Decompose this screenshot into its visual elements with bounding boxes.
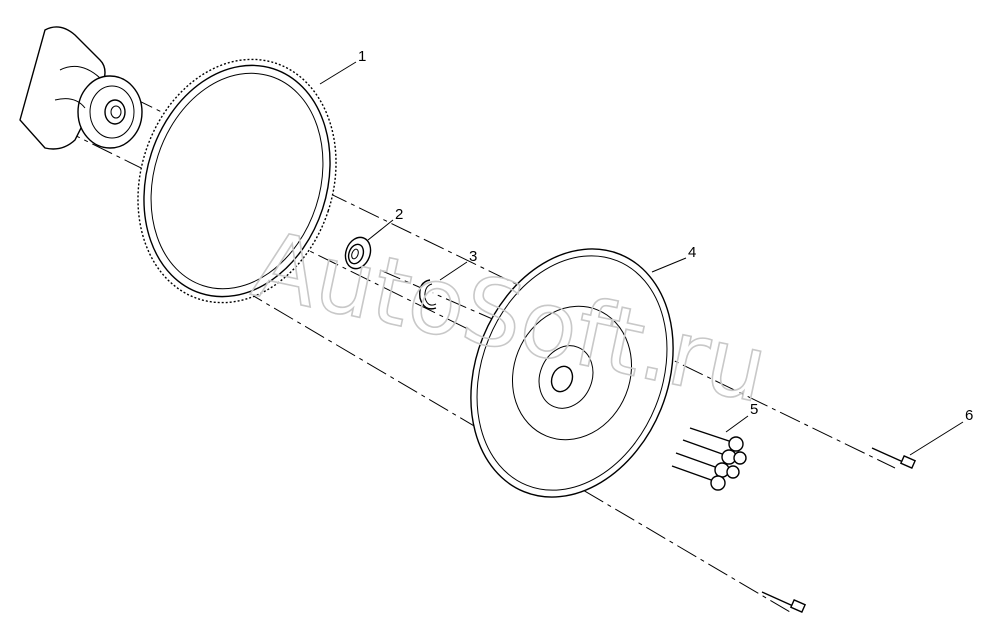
ring-gear bbox=[137, 58, 337, 304]
bearing bbox=[344, 236, 372, 270]
crankshaft-flange bbox=[19, 26, 143, 150]
callout-5: 5 bbox=[750, 401, 758, 418]
retaining-ring bbox=[419, 279, 437, 310]
callout-3: 3 bbox=[469, 248, 477, 265]
flywheel-bolts bbox=[671, 427, 747, 491]
callout-4: 4 bbox=[688, 244, 696, 261]
flywheel bbox=[470, 248, 674, 498]
callout-6: 6 bbox=[965, 407, 973, 424]
callout-1: 1 bbox=[358, 48, 366, 65]
leader-lines bbox=[319, 61, 964, 456]
stud-lower bbox=[761, 591, 807, 614]
stud-upper bbox=[871, 447, 917, 470]
callout-2: 2 bbox=[395, 206, 403, 223]
